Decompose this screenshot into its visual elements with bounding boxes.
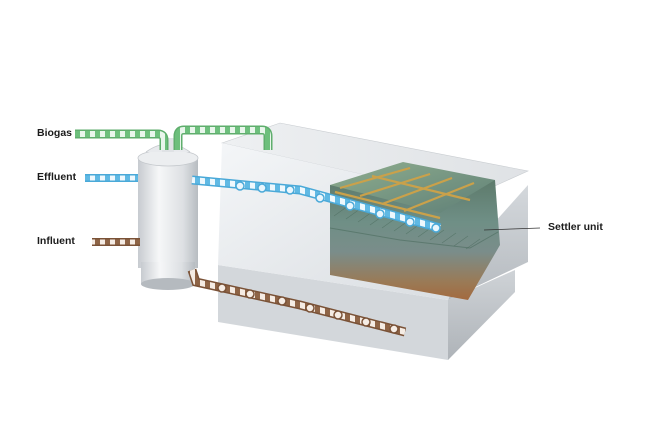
water-surface [330,162,495,213]
influent-pipe [92,238,407,337]
label-biogas: Biogas [37,127,73,139]
settler-leader-line [483,227,541,231]
label-settler-unit: Settler unit [548,221,603,233]
reactor-tank [218,122,529,360]
side-vessel [137,138,199,290]
label-effluent: Effluent [37,171,77,183]
label-influent: Influent [37,235,75,247]
biogas-pipe [75,125,273,150]
effluent-pipe [85,174,442,233]
settler-plates [334,166,475,220]
